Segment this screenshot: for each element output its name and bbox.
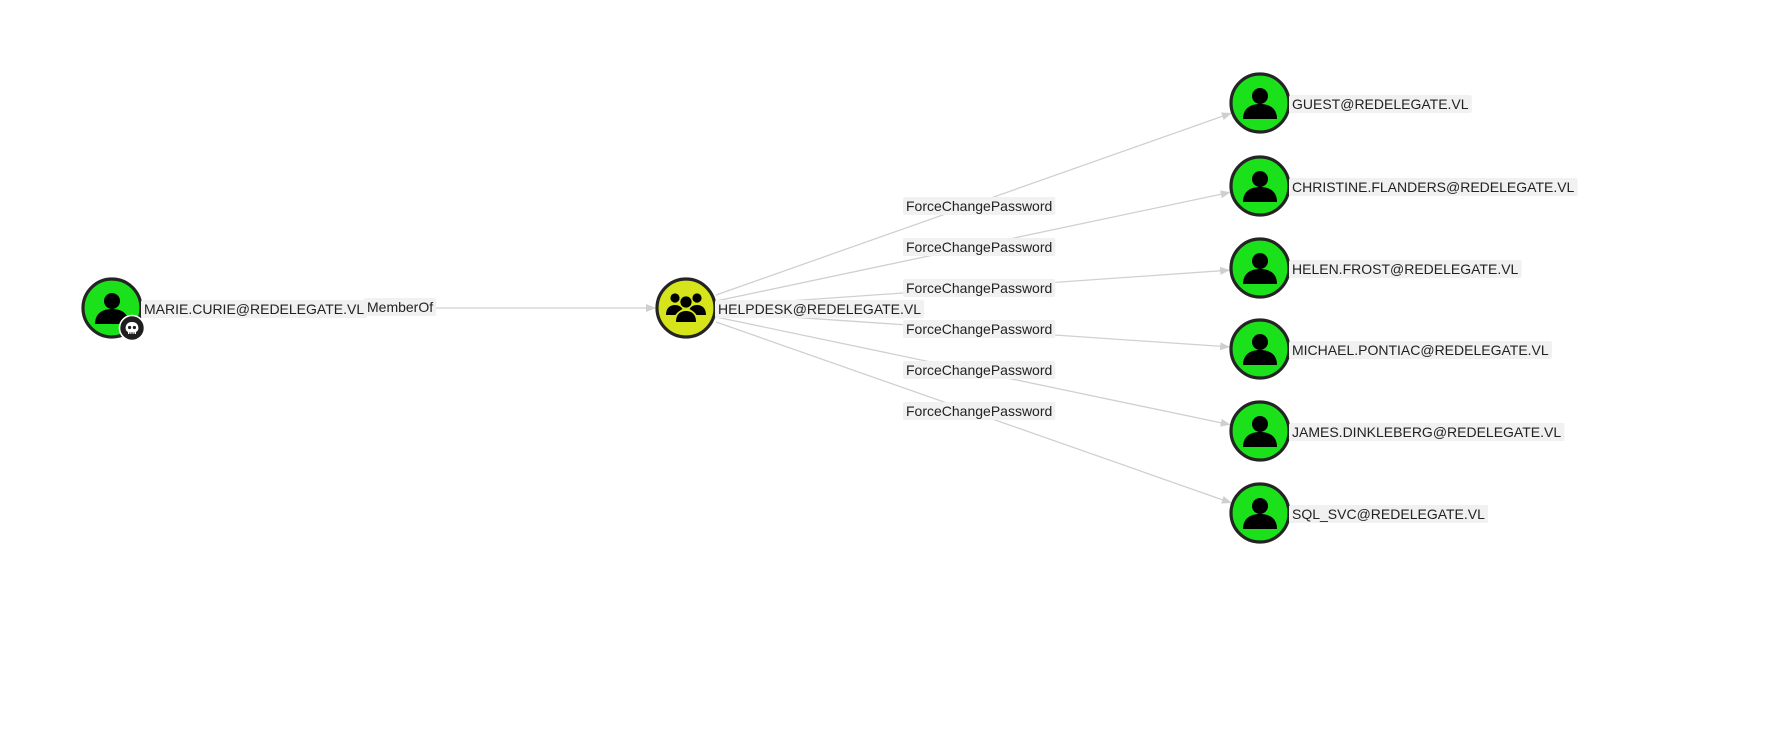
node-label-sqlsvc-group: SQL_SVC@REDELEGATE.VL (1289, 505, 1489, 523)
node-circle[interactable] (655, 277, 717, 339)
edge-label-helpdesk-michael: ForceChangePassword (906, 321, 1052, 337)
skull-icon (118, 314, 146, 342)
edge-label-helpdesk-christine-group: ForceChangePassword (903, 238, 1056, 256)
node-helpdesk[interactable] (655, 277, 717, 339)
edge-label-helpdesk-james-group: ForceChangePassword (903, 361, 1056, 379)
node-label-helen-group: HELEN.FROST@REDELEGATE.VL (1289, 260, 1522, 278)
edge-label-marie-helpdesk: MemberOf (367, 299, 433, 315)
node-helen[interactable] (1229, 237, 1291, 299)
labels-layer: MARIE.CURIE@REDELEGATE.VL HELPDESK@REDELE… (141, 95, 1578, 523)
node-label-marie: MARIE.CURIE@REDELEGATE.VL (144, 301, 364, 317)
edge-label-marie-helpdesk-group: MemberOf (364, 298, 437, 316)
node-label-christine: CHRISTINE.FLANDERS@REDELEGATE.VL (1292, 179, 1575, 195)
node-christine[interactable] (1229, 155, 1291, 217)
node-label-helpdesk: HELPDESK@REDELEGATE.VL (718, 301, 921, 317)
node-marie[interactable] (81, 277, 146, 342)
node-label-james: JAMES.DINKLEBERG@REDELEGATE.VL (1292, 424, 1561, 440)
node-label-sqlsvc: SQL_SVC@REDELEGATE.VL (1292, 506, 1485, 522)
node-label-james-group: JAMES.DINKLEBERG@REDELEGATE.VL (1289, 423, 1565, 441)
node-label-marie-group: MARIE.CURIE@REDELEGATE.VL (141, 300, 368, 318)
node-label-christine-group: CHRISTINE.FLANDERS@REDELEGATE.VL (1289, 178, 1578, 196)
node-label-helen: HELEN.FROST@REDELEGATE.VL (1292, 261, 1519, 277)
edge-label-helpdesk-michael-group: ForceChangePassword (903, 320, 1056, 338)
edge-label-helpdesk-guest: ForceChangePassword (906, 198, 1052, 214)
node-james[interactable] (1229, 400, 1291, 462)
edge-label-helpdesk-sqlsvc: ForceChangePassword (906, 403, 1052, 419)
node-label-michael: MICHAEL.PONTIAC@REDELEGATE.VL (1292, 342, 1549, 358)
edge-label-helpdesk-james: ForceChangePassword (906, 362, 1052, 378)
node-label-helpdesk-group: HELPDESK@REDELEGATE.VL (715, 300, 925, 318)
edge-label-helpdesk-helen-group: ForceChangePassword (903, 279, 1056, 297)
edge-label-helpdesk-sqlsvc-group: ForceChangePassword (903, 402, 1056, 420)
edge-label-helpdesk-helen: ForceChangePassword (906, 280, 1052, 296)
node-michael[interactable] (1229, 318, 1291, 380)
node-label-michael-group: MICHAEL.PONTIAC@REDELEGATE.VL (1289, 341, 1552, 359)
edge-label-helpdesk-guest-group: ForceChangePassword (903, 197, 1056, 215)
node-sqlsvc[interactable] (1229, 482, 1291, 544)
nodes-layer (81, 72, 1291, 544)
node-guest[interactable] (1229, 72, 1291, 134)
edge-label-helpdesk-christine: ForceChangePassword (906, 239, 1052, 255)
node-label-guest: GUEST@REDELEGATE.VL (1292, 96, 1469, 112)
node-label-guest-group: GUEST@REDELEGATE.VL (1289, 95, 1472, 113)
